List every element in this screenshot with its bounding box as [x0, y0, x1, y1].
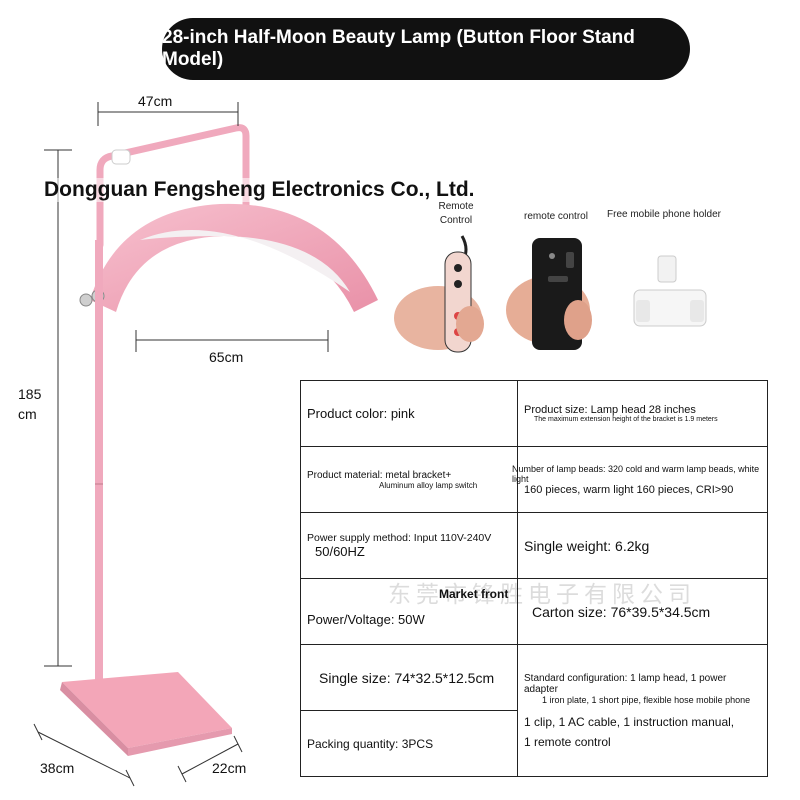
table-row: Market front Power/Voltage: 50W Carton s… [300, 578, 768, 645]
wired-remote-image [394, 235, 484, 353]
spec-voltage: Market front Power/Voltage: 50W [300, 578, 518, 645]
table-row: Product color: pink Product size: Lamp h… [300, 380, 768, 447]
company-name: Dongguan Fengsheng Electronics Co., Ltd. [42, 178, 477, 202]
base-length-label: 38cm [40, 760, 75, 776]
spec-power-supply: Power supply method: Input 110V-240V 50/… [300, 512, 518, 579]
base-width-label: 22cm [212, 760, 247, 776]
spec-size: Product size: Lamp head 28 inches The ma… [517, 380, 768, 447]
infrared-remote-label: remote control [524, 211, 588, 222]
height-value-label: 185 [18, 386, 42, 402]
spec-carton: Carton size: 76*39.5*34.5cm [517, 578, 768, 645]
phone-holder-label: Free mobile phone holder [607, 209, 721, 220]
spec-material: Product material: metal bracket+ Aluminu… [300, 446, 518, 513]
infrared-remote-image [506, 238, 592, 350]
table-row: Product material: metal bracket+ Aluminu… [300, 446, 768, 513]
market-front-label: Market front [439, 587, 509, 601]
spec-beads: Number of lamp beads: 320 cold and warm … [512, 446, 768, 513]
top-width-label: 47cm [138, 93, 173, 109]
lamp-base [62, 672, 232, 748]
top-bracket [96, 124, 250, 249]
spec-weight: Single weight: 6.2kg [517, 512, 768, 579]
height-unit-label: cm [18, 406, 37, 422]
phone-holder-image [633, 255, 707, 327]
half-moon-head [79, 203, 378, 312]
table-row: Packing quantity: 3PCS [300, 710, 768, 777]
dimension-lines [33, 102, 329, 787]
spec-packing: Packing quantity: 3PCS [300, 710, 518, 777]
table-row: Single size: 74*32.5*12.5cm Standard con… [300, 644, 768, 777]
spec-table: Product color: pink Product size: Lamp h… [300, 380, 768, 777]
head-width-label: 65cm [209, 349, 244, 365]
page-title: 28-inch Half-Moon Beauty Lamp (Button Fl… [162, 18, 690, 80]
table-row: Power supply method: Input 110V-240V 50/… [300, 512, 768, 579]
spec-configuration: Standard configuration: 1 lamp head, 1 p… [517, 644, 768, 777]
spec-single-size: Single size: 74*32.5*12.5cm [300, 644, 518, 711]
lamp-pole [95, 240, 103, 680]
spec-color: Product color: pink [300, 380, 518, 447]
